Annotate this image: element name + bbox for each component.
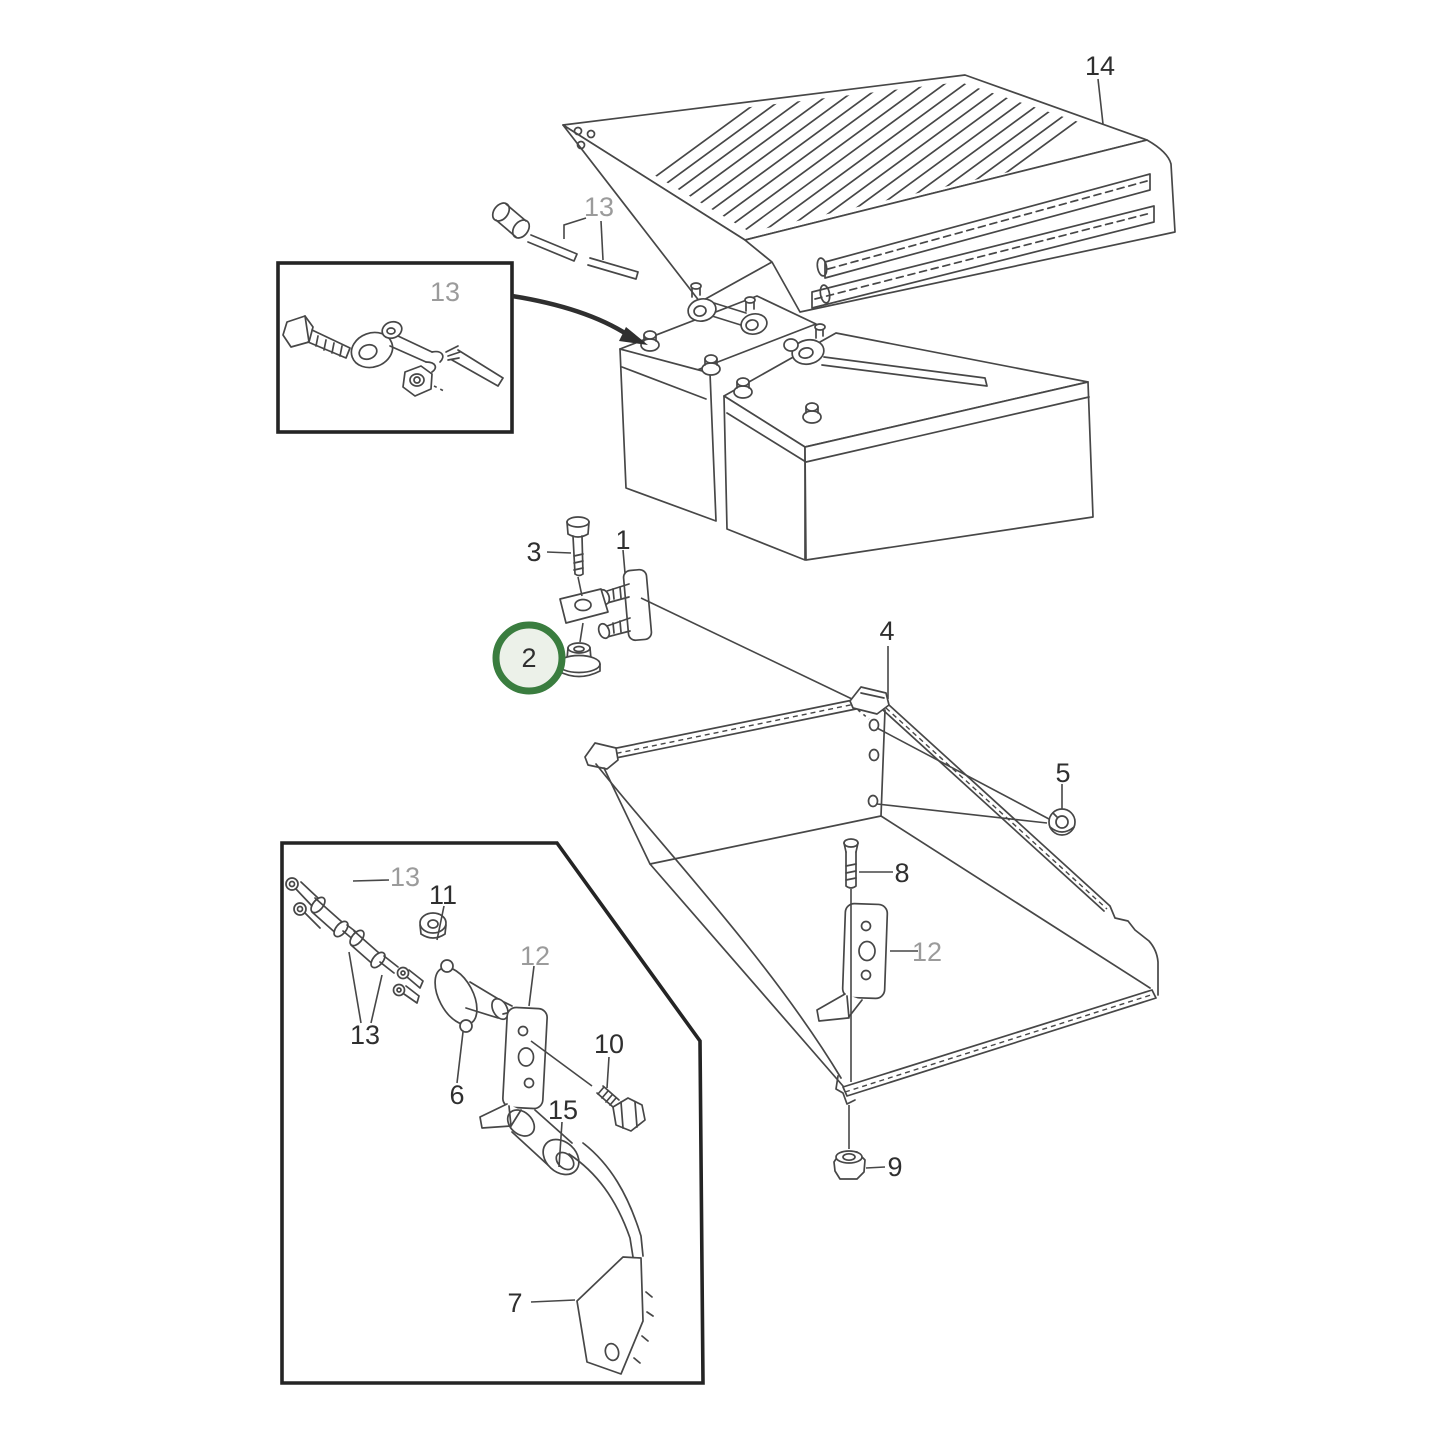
nut-9	[833, 1150, 866, 1180]
part-label-15: 15	[548, 1095, 578, 1125]
part-label-8: 8	[894, 858, 909, 888]
boot-15	[506, 1109, 580, 1176]
part-label-14: 14	[1085, 51, 1115, 81]
battery-tray	[584, 686, 1159, 1105]
leader-line-12-left	[528, 965, 535, 1007]
alignment-line-bolt3-to-foot	[577, 576, 583, 597]
alignment-line-hole3-to-nut5	[876, 803, 1048, 824]
battery-cable-clamp	[783, 323, 988, 387]
clamp-bolt	[282, 315, 351, 359]
part-label-3: 3	[526, 537, 541, 567]
part-label-12: 12	[912, 937, 942, 967]
terminal-clamp	[350, 320, 444, 373]
battery-terminal-post	[802, 402, 822, 424]
battery-1	[619, 282, 817, 522]
part-label-4: 4	[879, 616, 894, 646]
detail-arrow	[511, 293, 648, 345]
leader-line-6	[456, 1031, 464, 1084]
bracket-7	[568, 1142, 654, 1375]
leader-line-15	[558, 1121, 563, 1168]
cable-end	[445, 345, 504, 387]
leader-line-11	[436, 905, 445, 941]
alignment-line-hole-to-bolt10	[530, 1040, 593, 1087]
part-label-2: 2	[521, 643, 536, 673]
clamp-nut	[402, 365, 433, 397]
bolt-8	[843, 838, 859, 889]
part-label-12: 12	[520, 941, 550, 971]
leader-line-14	[1097, 78, 1104, 125]
part-label-1: 1	[615, 525, 630, 555]
leader-line-3	[546, 551, 572, 554]
switch-6	[434, 959, 513, 1033]
inset-terminal-clamp-detail	[276, 261, 514, 434]
part-label-11: 11	[429, 880, 457, 910]
alignment-line-bracket1-to-tray	[640, 597, 853, 700]
part-label-5: 5	[1055, 758, 1070, 788]
part-label-13: 13	[430, 277, 460, 307]
leader-line-13-inset-upper	[352, 879, 390, 882]
part-label-13: 13	[350, 1020, 380, 1050]
part-label-10: 10	[594, 1029, 624, 1059]
alignment-line-hole1-to-nut5	[876, 727, 1050, 820]
inset-disconnect-detail	[280, 841, 705, 1385]
leader-line-9	[865, 1166, 886, 1169]
leader-line-7	[530, 1299, 576, 1303]
alignment-line-inset-nut-dash	[433, 385, 447, 393]
bolt-3	[566, 516, 590, 577]
cable-with-terminals	[285, 877, 424, 1004]
alignment-line-tray-tab-dotted	[857, 709, 870, 720]
highlighted-part-2-balloon[interactable]	[492, 621, 566, 695]
leader-line-1	[622, 549, 626, 574]
battery-bridge-clamp	[687, 282, 768, 335]
hold-down-bracket-1	[559, 568, 653, 642]
part-label-13: 13	[584, 192, 614, 222]
part-label-7: 7	[507, 1288, 522, 1318]
bracket-12-left	[479, 1006, 548, 1129]
part-label-6: 6	[449, 1080, 464, 1110]
part-label-9: 9	[887, 1152, 902, 1182]
part-label-13: 13	[390, 862, 420, 892]
bracket-12-right	[816, 902, 889, 1022]
leader-line-13-inset-lower-b	[348, 951, 362, 1024]
leader-line-13-inset-lower-a	[370, 974, 383, 1024]
battery-terminal-post	[701, 354, 721, 376]
leader-line-10	[606, 1056, 610, 1089]
cable-parts-13-top	[491, 202, 639, 280]
leader-line-13-top-a	[563, 217, 587, 239]
alignment-line-foot-to-grommet	[579, 622, 584, 643]
nut-5	[1048, 808, 1076, 836]
battery-2	[723, 323, 1094, 561]
battery-terminal-post	[733, 377, 753, 399]
battery-terminal-post	[640, 330, 660, 352]
leader-line-13-top-b	[600, 220, 604, 261]
bolt-10	[596, 1085, 646, 1132]
